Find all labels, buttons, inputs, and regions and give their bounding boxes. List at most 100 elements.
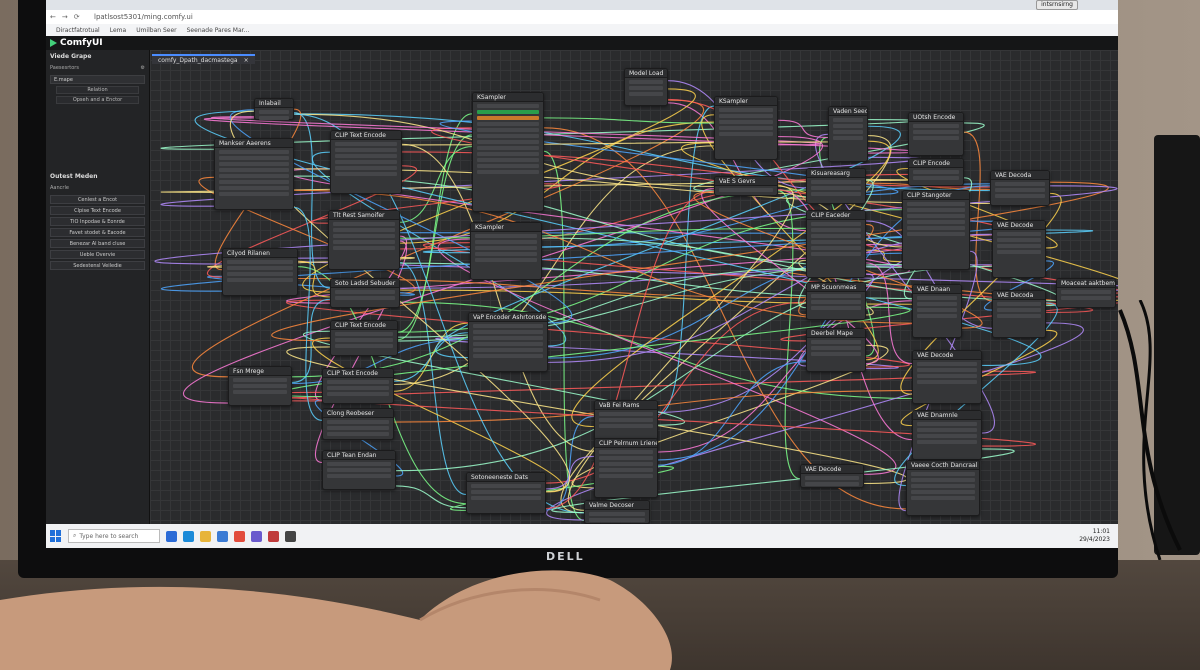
node-widget[interactable] <box>913 130 959 134</box>
node-widget[interactable] <box>811 294 861 298</box>
node-title[interactable]: Soto Ladsd Sebuder <box>331 279 399 288</box>
node-title[interactable]: CLIP Text Encode <box>323 369 393 378</box>
node-title[interactable]: Fsn Mrege <box>229 367 291 376</box>
node-widget[interactable] <box>333 234 395 238</box>
node-title[interactable]: MP Scuonmeas <box>807 283 865 292</box>
node-widget[interactable] <box>917 440 977 444</box>
node-widget[interactable] <box>811 180 861 184</box>
node-widget[interactable] <box>629 92 663 96</box>
node-widget[interactable] <box>811 352 861 356</box>
node-title[interactable]: Mankser Aaerens <box>215 139 293 148</box>
graph-node[interactable]: CLIP Text Encode <box>322 368 394 404</box>
graph-node[interactable]: VAE Decode <box>800 464 864 488</box>
reload-icon[interactable]: ⟳ <box>73 13 80 21</box>
node-title[interactable]: Clong Reobeser <box>323 409 393 418</box>
app-icon[interactable] <box>285 530 296 542</box>
graph-node[interactable]: CLIP Stangoter <box>902 190 970 270</box>
node-widget[interactable] <box>997 238 1041 242</box>
node-widget[interactable] <box>811 252 861 256</box>
node-widget[interactable] <box>227 272 293 276</box>
node-widget[interactable] <box>833 124 863 128</box>
node-widget[interactable] <box>811 340 861 344</box>
node-title[interactable]: CLIP Tean Endan <box>323 451 395 460</box>
node-widget[interactable] <box>327 474 391 478</box>
node-widget[interactable] <box>335 142 397 146</box>
node-widget[interactable] <box>333 228 395 232</box>
node-title[interactable]: Vaden Seed <box>829 107 867 116</box>
node-title[interactable]: CLIP Text Encode <box>331 131 401 140</box>
node-widget[interactable] <box>477 122 539 126</box>
node-widget[interactable] <box>997 314 1041 318</box>
node-title[interactable]: VAE Decoda <box>993 291 1045 300</box>
graph-node[interactable]: KSampler <box>472 92 544 212</box>
graph-node[interactable]: CLIP Text Encode <box>330 320 398 356</box>
node-widget[interactable] <box>219 168 289 172</box>
node-widget[interactable] <box>475 234 537 238</box>
node-widget[interactable] <box>219 174 289 178</box>
node-widget[interactable] <box>219 150 289 154</box>
graph-node[interactable]: VAE Dnamnle <box>912 410 982 460</box>
node-widget[interactable] <box>917 362 977 366</box>
sidebar-item[interactable]: TiO Inpodae & Eonrde <box>50 217 145 226</box>
node-widget[interactable] <box>477 164 539 168</box>
node-widget[interactable] <box>997 302 1041 306</box>
node-title[interactable]: Model Load <box>625 69 667 78</box>
node-widget[interactable] <box>227 266 293 270</box>
node-widget[interactable] <box>327 386 389 390</box>
graph-node[interactable]: VAE Decoda <box>992 290 1046 338</box>
node-widget[interactable] <box>473 336 543 340</box>
node-widget[interactable] <box>599 424 653 428</box>
node-widget[interactable] <box>917 314 957 318</box>
node-title[interactable]: CLIP Text Encode <box>331 321 397 330</box>
node-title[interactable]: Valme Decoser <box>585 501 649 510</box>
taskbar-search[interactable]: ⌕Type here to search <box>68 529 160 543</box>
sidebar-item[interactable]: Clpise Text Encode <box>50 206 145 215</box>
node-widget[interactable] <box>227 260 293 264</box>
node-widget[interactable] <box>997 232 1041 236</box>
graph-node[interactable]: VAE Decode <box>912 350 982 404</box>
node-widget[interactable] <box>599 462 653 466</box>
node-widget[interactable] <box>911 472 975 476</box>
node-title[interactable]: Tlt Rest Samoifer <box>329 211 399 220</box>
node-title[interactable]: CLIP Encode <box>909 159 963 168</box>
node-widget[interactable] <box>719 120 773 124</box>
app-icon[interactable] <box>268 530 279 542</box>
graph-node[interactable]: Cilyod Rilanen <box>222 248 298 296</box>
node-widget[interactable] <box>473 324 543 328</box>
node-widget[interactable] <box>471 490 541 494</box>
node-title[interactable]: Kisuareasarg <box>807 169 865 178</box>
node-title[interactable]: VaB Fei Rams <box>595 401 657 410</box>
node-widget[interactable] <box>833 136 863 140</box>
settings-icon[interactable]: ⚙ <box>140 65 145 71</box>
node-widget[interactable] <box>473 330 543 334</box>
graph-node[interactable]: KSampler <box>470 222 542 280</box>
task-view-icon[interactable] <box>166 530 177 542</box>
node-widget[interactable] <box>477 110 539 114</box>
node-widget[interactable] <box>475 252 537 256</box>
node-widget[interactable] <box>917 380 977 384</box>
node-widget[interactable] <box>917 302 957 306</box>
node-widget[interactable] <box>475 246 537 250</box>
node-widget[interactable] <box>599 468 653 472</box>
node-title[interactable]: Cilyod Rilanen <box>223 249 297 258</box>
graph-node[interactable]: Fsn Mrege <box>228 366 292 406</box>
node-widget[interactable] <box>327 462 391 466</box>
node-widget[interactable] <box>811 228 861 232</box>
node-widget[interactable] <box>997 308 1041 312</box>
node-widget[interactable] <box>327 392 389 396</box>
node-widget[interactable] <box>913 124 959 128</box>
bookmark-item[interactable]: Seenade Pares Mar... <box>186 26 250 34</box>
node-widget[interactable] <box>907 232 965 236</box>
node-widget[interactable] <box>833 130 863 134</box>
node-widget[interactable] <box>995 188 1045 192</box>
edge-icon[interactable] <box>183 530 194 542</box>
node-widget[interactable] <box>475 258 537 262</box>
node-widget[interactable] <box>477 128 539 132</box>
graph-node[interactable]: VAE Dnaan <box>912 284 962 338</box>
node-widget[interactable] <box>327 420 389 424</box>
node-widget[interactable] <box>917 422 977 426</box>
node-widget[interactable] <box>219 192 289 196</box>
node-widget[interactable] <box>811 300 861 304</box>
node-title[interactable]: Vaeee Cocth Dancraal <box>907 461 979 470</box>
graph-node[interactable]: CLIP Eaceder <box>806 210 866 278</box>
